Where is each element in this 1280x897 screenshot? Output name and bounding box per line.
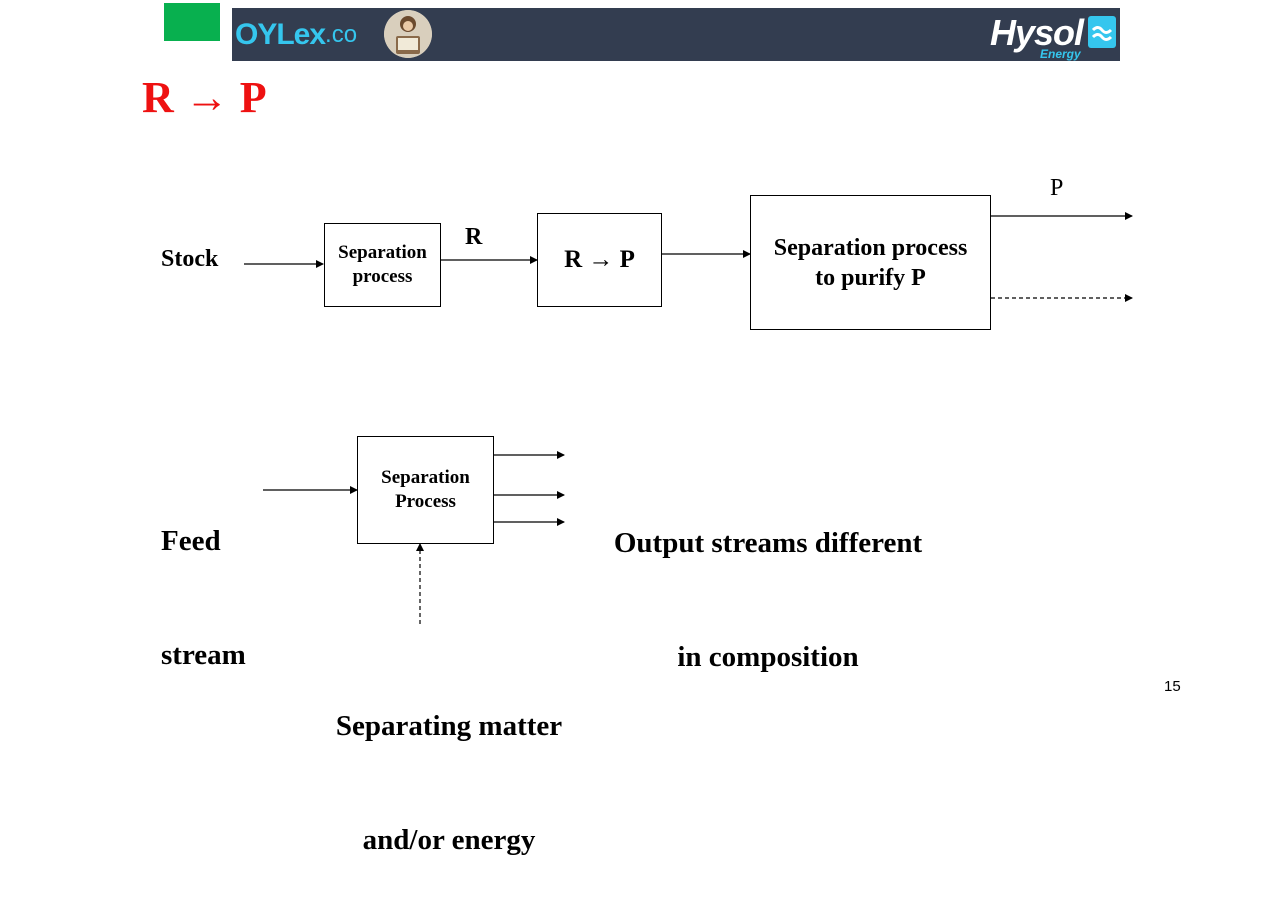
output-streams-label-line2: in composition bbox=[677, 641, 859, 673]
stream-label-r: R bbox=[465, 224, 483, 250]
output-streams-label: Output streams different in composition bbox=[590, 448, 946, 714]
oylex-logo-suffix: .co bbox=[325, 20, 358, 48]
separating-agent-label: Separating matter and/or energy bbox=[300, 631, 598, 897]
separation-process-box-line1: Separation bbox=[338, 242, 427, 264]
hysol-energy-logo: Hysol Energy bbox=[988, 12, 1118, 61]
reactor-box: R → P bbox=[537, 213, 662, 307]
product-label-p: P bbox=[1050, 175, 1064, 201]
separation-process-box-line2: process bbox=[352, 266, 413, 287]
output-streams-label-line1: Output streams different bbox=[613, 527, 923, 559]
hysol-logo-subtext: Energy bbox=[1040, 47, 1081, 61]
stock-label: Stock bbox=[161, 246, 219, 272]
separating-agent-label-line1: Separating matter bbox=[335, 710, 563, 742]
oylex-logo-text: OYLex bbox=[235, 17, 326, 51]
slide-title: R → P bbox=[142, 73, 267, 122]
separation-process-box-2-line1: Separation bbox=[381, 467, 470, 489]
feed-stream-label-line2: stream bbox=[161, 639, 246, 671]
feed-stream-label-line1: Feed bbox=[161, 525, 221, 557]
reader-avatar-icon bbox=[384, 10, 432, 58]
feed-stream-label: Feed stream bbox=[161, 446, 246, 712]
purification-process-box: Separation process to purify P bbox=[750, 195, 991, 330]
separation-process-box: Separation process bbox=[324, 223, 441, 307]
hysol-logo-text: Hysol bbox=[990, 12, 1084, 53]
purification-box-line2: to purify P bbox=[815, 264, 926, 291]
hysol-wave-icon bbox=[1088, 16, 1116, 48]
separation-process-box-2-line2: Process bbox=[395, 491, 456, 512]
page-number: 15 bbox=[1164, 678, 1181, 695]
separating-agent-label-line2: and/or energy bbox=[362, 824, 536, 856]
flow-arrows bbox=[244, 212, 1133, 624]
purification-box-line1: Separation process bbox=[773, 234, 968, 261]
separation-process-box-2: Separation Process bbox=[357, 436, 494, 544]
green-square-decoration bbox=[164, 3, 220, 41]
reactor-box-label: R → P bbox=[564, 246, 635, 274]
